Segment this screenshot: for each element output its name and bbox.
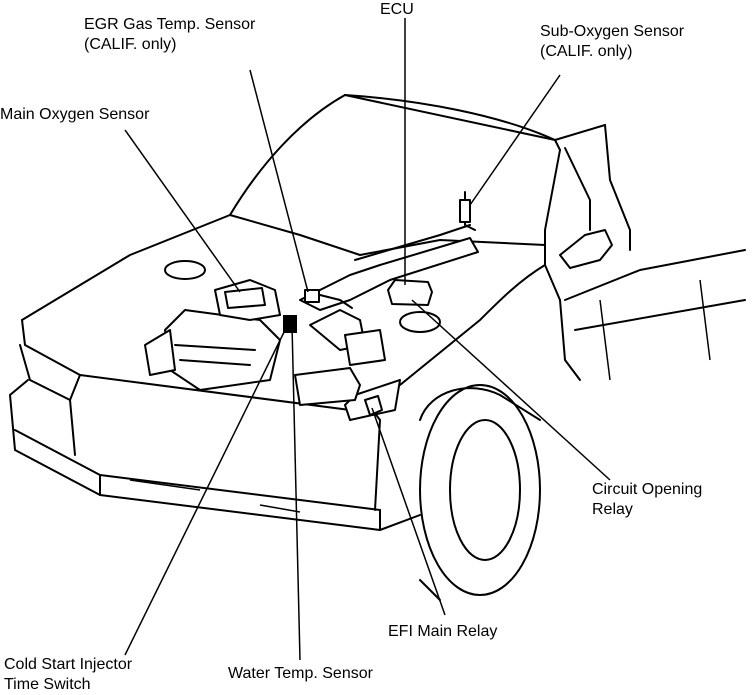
leader-efi-main (371, 407, 446, 616)
leader-circuit-opening (411, 299, 611, 481)
label-ecu: ECU (380, 1, 414, 18)
sub-oxygen-sensor-body (459, 199, 471, 223)
label-cold-start-injector-time-switch: Cold Start Injector Time Switch (4, 656, 133, 693)
leader-main-oxygen (124, 129, 241, 293)
side-mirror (559, 229, 613, 269)
leader-water-temp (291, 324, 301, 661)
reservoir-cap (164, 260, 206, 280)
leader-lines (124, 18, 611, 661)
label-main-oxygen-sensor: Main Oxygen Sensor (0, 106, 150, 123)
label-efi-main-relay: EFI Main Relay (388, 623, 498, 640)
front-wheel (419, 384, 541, 596)
battery (294, 367, 361, 406)
air-duct (299, 237, 479, 311)
leader-cold-start (124, 319, 291, 656)
label-circuit-opening-relay: Circuit Opening Relay (592, 481, 703, 518)
efi-relay (364, 395, 383, 416)
engine-block (164, 309, 281, 391)
label-water-temp-sensor: Water Temp. Sensor (228, 665, 373, 682)
ecu-box (387, 279, 433, 306)
leader-sub-oxygen (469, 74, 561, 206)
label-egr-gas-temp-sensor: EGR Gas Temp. Sensor (CALIF. only) (84, 16, 256, 53)
engine-bay (144, 191, 479, 416)
car-body (9, 94, 746, 601)
label-sub-oxygen-sensor: Sub-Oxygen Sensor (CALIF. only) (540, 23, 685, 60)
leader-egr (249, 69, 309, 293)
